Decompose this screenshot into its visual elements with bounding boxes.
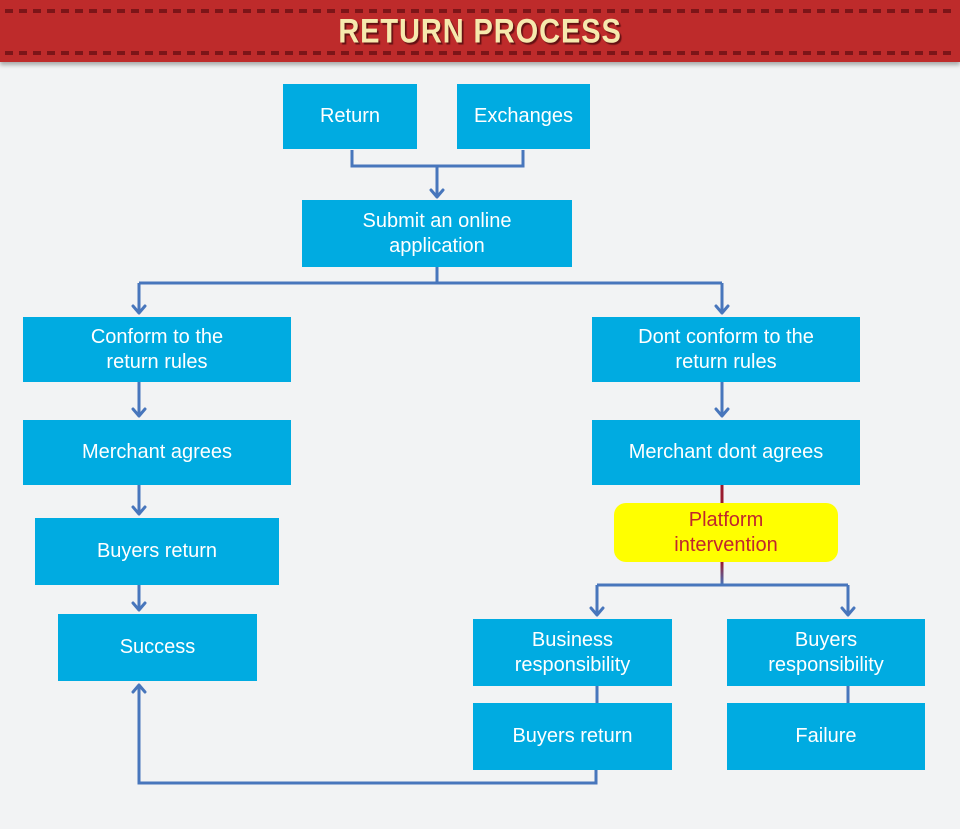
flow-node-business-responsibility: Business responsibility (473, 619, 672, 686)
flow-node-return: Return (283, 84, 417, 149)
header-banner: RETURN PROCESS (0, 0, 960, 62)
flow-node-success: Success (58, 614, 257, 681)
flow-node-platform-intervention: Platform intervention (614, 503, 838, 562)
dashed-border-bottom (5, 51, 955, 55)
page-title: RETURN PROCESS (0, 0, 960, 62)
flow-node-buyers-responsibility: Buyers responsibility (727, 619, 925, 686)
flow-node-exchanges: Exchanges (457, 84, 590, 149)
flow-node-conform-rules: Conform to the return rules (23, 317, 291, 382)
flow-node-buyers-return-bottom: Buyers return (473, 703, 672, 770)
flow-node-merchant-agrees: Merchant agrees (23, 420, 291, 485)
flow-node-failure: Failure (727, 703, 925, 770)
dashed-border-top (5, 9, 955, 13)
flow-node-buyers-return-left: Buyers return (35, 518, 279, 585)
page-title-text: RETURN PROCESS (338, 11, 622, 50)
flow-node-dont-conform-rules: Dont conform to the return rules (592, 317, 860, 382)
flow-node-submit-application: Submit an online application (302, 200, 572, 267)
flow-connector-merge-bracket-top (350, 150, 525, 168)
flow-node-merchant-dont-agrees: Merchant dont agrees (592, 420, 860, 485)
